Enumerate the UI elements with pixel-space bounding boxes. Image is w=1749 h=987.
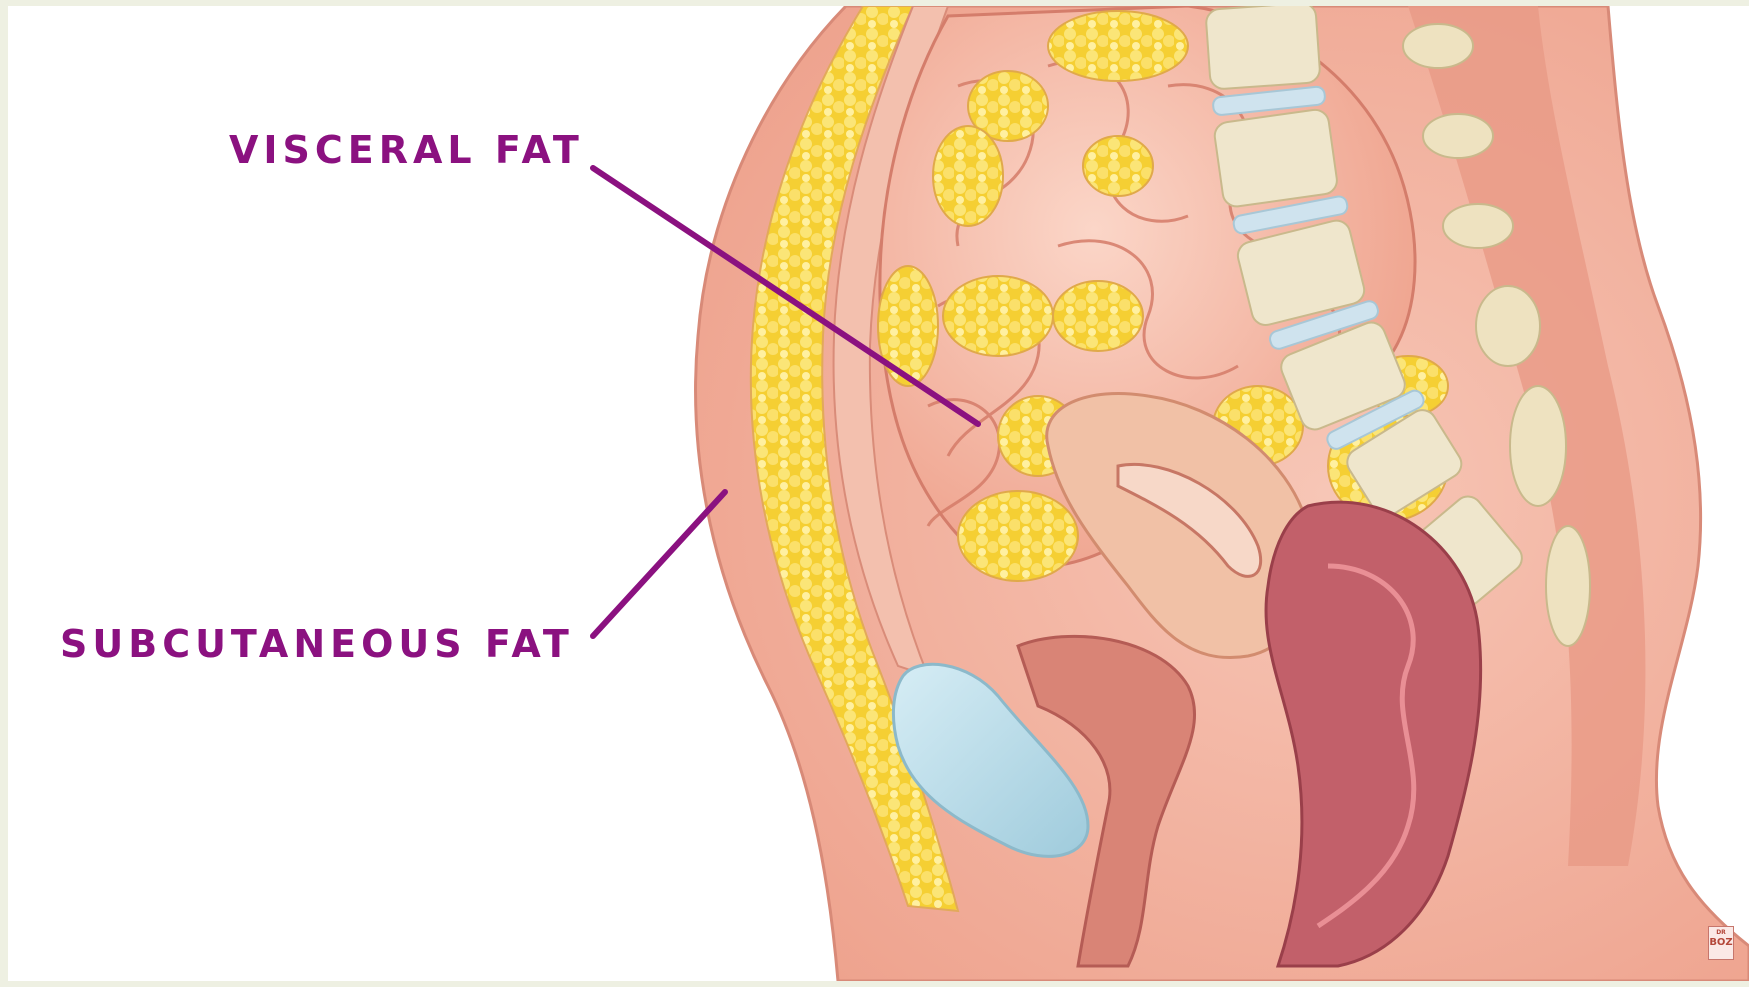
brand-logo-icon: DR BOZ <box>1708 926 1734 960</box>
subcutaneous-fat-pointer <box>593 492 725 636</box>
subcutaneous-fat-label: SUBCUTANEOUS FAT <box>60 622 574 666</box>
visceral-fat-label: VISCERAL FAT <box>229 128 584 172</box>
figure-frame: VISCERAL FAT SUBCUTANEOUS FAT DR BOZ <box>8 6 1749 981</box>
watermark-top-text: DR <box>1709 930 1733 936</box>
watermark-bottom-text: BOZ <box>1709 937 1732 948</box>
